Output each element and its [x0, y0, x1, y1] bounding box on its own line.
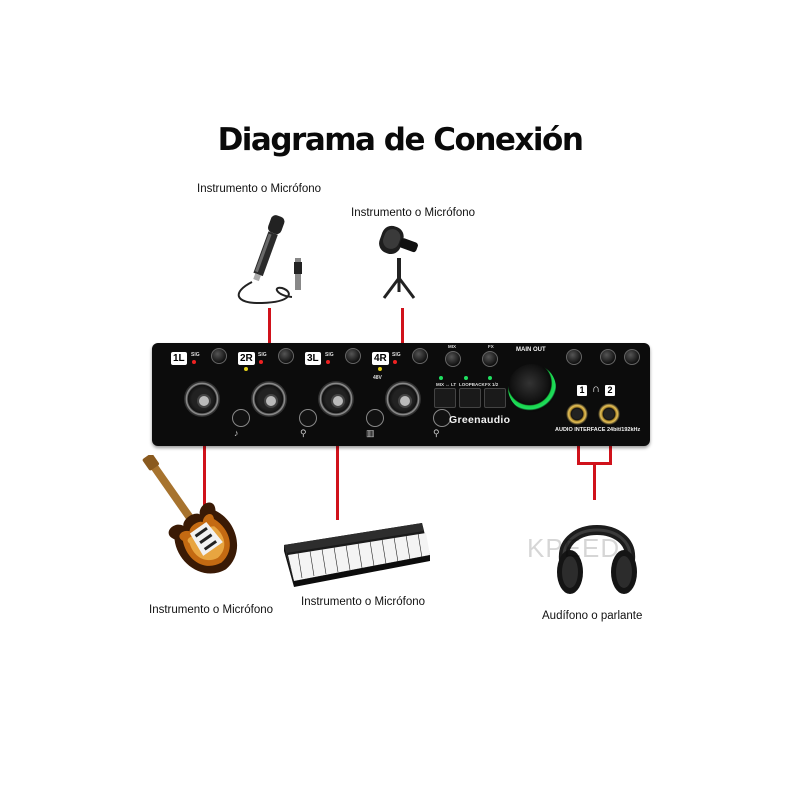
channel-label-1l: 1L — [171, 352, 187, 365]
label-guitar: Instrumento o Micrófono — [149, 604, 274, 616]
main-volume-knob[interactable] — [508, 364, 556, 412]
keyboard-glyph-icon: ▥ — [366, 428, 375, 438]
mix-knob[interactable] — [445, 351, 461, 367]
channel-label-4r: 4R — [372, 352, 389, 365]
sig-label-1: SIG — [191, 352, 200, 358]
wire-guitar — [203, 418, 206, 520]
output-knob-3[interactable] — [624, 349, 640, 365]
handheld-microphone-icon — [237, 215, 302, 305]
combo-input-2[interactable] — [251, 381, 287, 417]
combo-input-4[interactable] — [385, 381, 421, 417]
channel-label-3l: 3L — [305, 352, 321, 365]
label-keyboard: Instrumento o Micrófono — [301, 596, 426, 608]
output-knob-2[interactable] — [600, 349, 616, 365]
button-label-fx: FX 1/2 — [485, 382, 499, 387]
sig-led-2 — [259, 360, 263, 364]
inst-button-3[interactable] — [366, 409, 384, 427]
sig-label-2: SIG — [258, 352, 267, 358]
sig-label-3: SIG — [325, 352, 334, 358]
inst-button-1[interactable] — [232, 409, 250, 427]
fx-button[interactable] — [484, 388, 506, 408]
gain-knob-2[interactable] — [278, 348, 294, 364]
button-led-1 — [439, 376, 443, 380]
jack-pin-4 — [398, 394, 412, 408]
electric-guitar-icon — [142, 455, 238, 574]
inst-button-4[interactable] — [433, 409, 451, 427]
combo-input-3[interactable] — [318, 381, 354, 417]
button-led-2 — [464, 376, 468, 380]
gain-knob-3[interactable] — [345, 348, 361, 364]
channel-label-2r: 2R — [238, 352, 255, 365]
sig-label-4: SIG — [392, 352, 401, 358]
inst-button-2[interactable] — [299, 409, 317, 427]
audio-interface: 1L 2R 3L 4R SIG SIG SIG SIG 48V MIX FX ♪… — [152, 343, 650, 739]
sig-led-4 — [393, 360, 397, 364]
gain-knob-4[interactable] — [412, 348, 428, 364]
fx-label: FX — [488, 344, 494, 349]
keyboard-icon — [284, 523, 430, 587]
gain-knob-1[interactable] — [211, 348, 227, 364]
wire-keyboard — [336, 418, 339, 520]
main-out-label: MAIN OUT — [516, 347, 546, 353]
mix-button[interactable] — [434, 388, 456, 408]
guitar-glyph-icon: ♪ — [234, 428, 239, 438]
label-headphones: Audífono o parlante — [542, 610, 643, 622]
sig-led-1 — [192, 360, 196, 364]
label-mic-top-right: Instrumento o Micrófono — [351, 207, 476, 219]
watermark-text: KPEED — [527, 533, 621, 563]
status-led-4 — [378, 367, 382, 371]
loopback-button[interactable] — [459, 388, 481, 408]
tripod-microphone-icon — [379, 225, 418, 299]
output-knob-1[interactable] — [566, 349, 582, 365]
mix-label: MIX — [448, 344, 457, 349]
headphone-jack-1[interactable] — [566, 403, 588, 425]
combo-input-1[interactable] — [184, 381, 220, 417]
brand-name: Greenaudio — [449, 414, 511, 426]
jack-pin-3 — [331, 394, 345, 408]
device-watermark: KPEED — [384, 719, 451, 739]
phantom-label: 48V — [373, 375, 382, 381]
mic-glyph-icon: ⚲ — [300, 428, 307, 438]
headphones-icon — [557, 525, 637, 594]
headphone-number-1: 1 — [577, 385, 587, 396]
headphone-icon: ∩ — [592, 383, 600, 395]
headphone-jack-2[interactable] — [598, 403, 620, 425]
button-label-loopback: LOOPBACK — [459, 382, 485, 387]
mic-glyph-icon-2: ⚲ — [433, 428, 440, 438]
wire-headphones — [593, 462, 596, 500]
fx-knob[interactable] — [482, 351, 498, 367]
diagram-title: Diagrama de Conexión — [217, 122, 584, 158]
headphone-number-2: 2 — [605, 385, 615, 396]
jack-pin-1 — [197, 394, 211, 408]
status-led-2 — [244, 367, 248, 371]
interface-spec-text: AUDIO INTERFACE 24bit/192kHz — [555, 427, 641, 433]
button-label-mix: MIX ↔ LT — [436, 382, 457, 387]
label-mic-top-left: Instrumento o Micrófono — [197, 183, 322, 195]
sig-led-3 — [326, 360, 330, 364]
jack-pin-2 — [264, 394, 278, 408]
button-led-3 — [488, 376, 492, 380]
